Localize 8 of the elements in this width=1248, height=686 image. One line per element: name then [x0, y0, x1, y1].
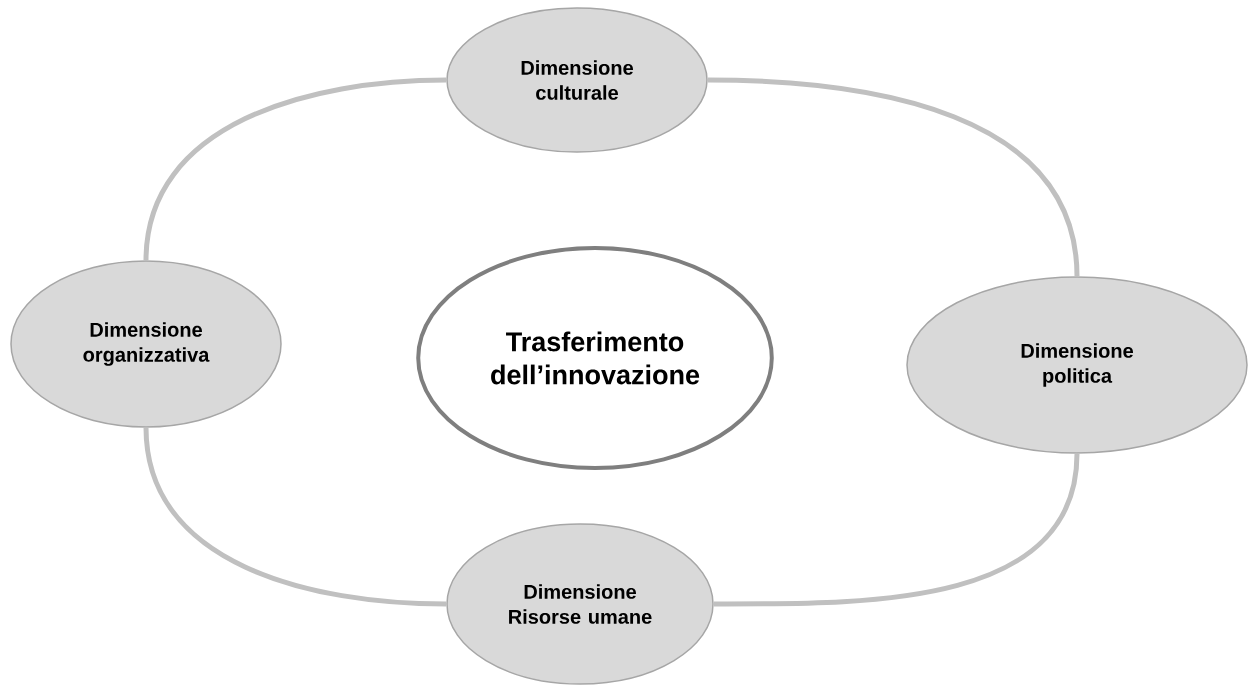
ellipse-node: Dimensione politica — [906, 276, 1248, 454]
ellipse-node: Dimensione organizzativa — [10, 260, 282, 428]
connector-arc — [713, 453, 1080, 607]
connector-arc — [143, 427, 447, 607]
connector-arc — [143, 77, 447, 261]
ellipse-node: Dimensione culturale — [446, 7, 708, 153]
ellipse-node: Dimensione Risorse umane — [446, 523, 714, 685]
connector-arc — [707, 77, 1080, 277]
